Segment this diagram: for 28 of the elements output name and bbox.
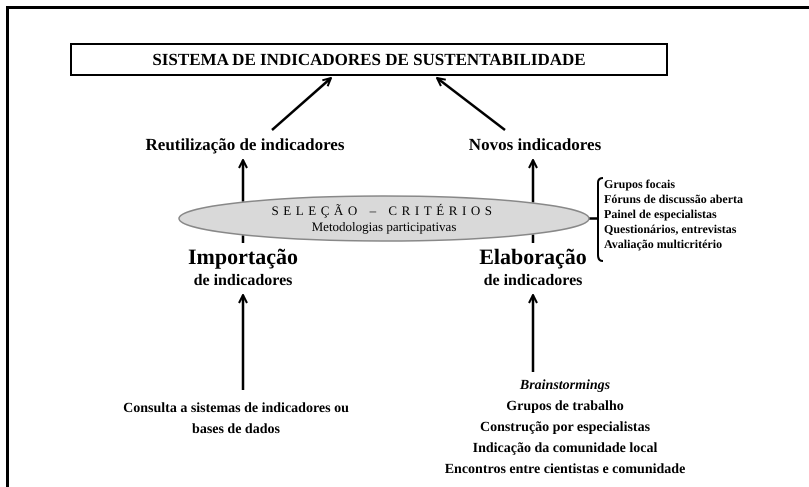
node-label: Consulta a sistemas de indicadores ou bases de dados bbox=[122, 400, 350, 439]
ellipse-heading: SELEÇÃO – CRITÉRIOS bbox=[271, 202, 497, 218]
node-subheading: de indicadores bbox=[484, 271, 582, 291]
arrow bbox=[528, 294, 538, 372]
list-item: Grupos focais bbox=[604, 176, 676, 192]
list-item: Indicação da comunidade local bbox=[472, 440, 658, 458]
list-item: Questionários, entrevistas bbox=[604, 222, 736, 236]
arrow bbox=[238, 159, 248, 202]
list-item: Brainstormings bbox=[520, 376, 610, 394]
title-text: SISTEMA DE INDICADORES DE SUSTENTABILIDADE bbox=[152, 48, 586, 71]
list-item: Construção por especialistas bbox=[480, 418, 650, 436]
list-item: Painel de especialistas bbox=[604, 206, 717, 222]
node-label: Reutilização de indicadores bbox=[146, 134, 344, 156]
node-subheading: de indicadores bbox=[194, 271, 292, 291]
criteria-ellipse bbox=[178, 195, 590, 242]
list-item: Avaliação multicritério bbox=[604, 236, 722, 252]
arrow bbox=[528, 159, 538, 202]
list-item: Encontros entre cientistas e comunidade bbox=[444, 460, 686, 478]
list-item: Fóruns de discussão aberta bbox=[604, 192, 744, 206]
arrow bbox=[238, 294, 248, 390]
ellipse-subtitle: Metodologias participativas bbox=[312, 218, 456, 234]
arrow bbox=[436, 77, 506, 131]
node-heading: Importação bbox=[188, 245, 298, 269]
node-heading: Elaboração bbox=[479, 245, 587, 269]
node-label: Novos indicadores bbox=[468, 134, 602, 156]
arrow bbox=[271, 77, 332, 131]
title-box bbox=[70, 43, 668, 76]
list-item: Grupos de trabalho bbox=[506, 398, 624, 416]
